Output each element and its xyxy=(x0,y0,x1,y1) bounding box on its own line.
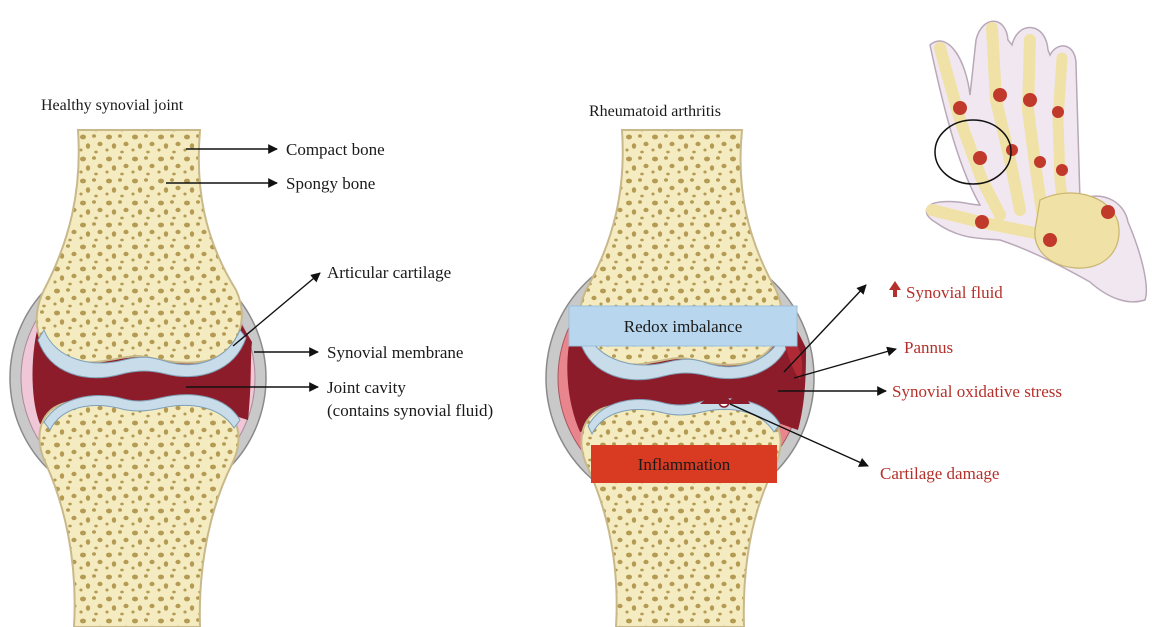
inflamed-joint-11 xyxy=(1101,205,1115,219)
hand-skeleton-illustration xyxy=(926,21,1146,302)
up-arrow-icon xyxy=(889,281,901,297)
healthy-joint-illustration xyxy=(10,130,266,627)
cartilage-damage-label: Cartilage damage xyxy=(880,464,999,483)
inflamed-joint-3 xyxy=(1023,93,1037,107)
ra-joint-illustration xyxy=(546,130,814,627)
inflamed-joint-10 xyxy=(1043,233,1057,247)
inflamed-joint-1 xyxy=(953,101,967,115)
inflamed-joint-4 xyxy=(1052,106,1064,118)
inflamed-joint-5 xyxy=(973,151,987,165)
oxidative-stress-label: Synovial oxidative stress xyxy=(892,382,1062,401)
healthy-joint-title: Healthy synovial joint xyxy=(41,97,184,114)
inflamed-joint-6 xyxy=(1006,144,1018,156)
synovial-membrane-label: Synovial membrane xyxy=(327,343,463,362)
healthy-lower-bone xyxy=(39,398,238,627)
healthy-upper-bone xyxy=(37,130,242,363)
carpal-bones xyxy=(1035,193,1119,268)
joint-cavity-label-line1: Joint cavity xyxy=(327,378,406,397)
compact-bone-label: Compact bone xyxy=(286,140,385,159)
ra-lower-bone xyxy=(581,402,780,627)
inflamed-joint-9 xyxy=(975,215,989,229)
inflammation-label: Inflammation xyxy=(638,455,731,474)
redox-imbalance-label: Redox imbalance xyxy=(624,317,743,336)
inflamed-joint-7 xyxy=(1034,156,1046,168)
spongy-bone-label: Spongy bone xyxy=(286,174,375,193)
finger-bone-little xyxy=(1058,58,1064,215)
articular-cartilage-label: Articular cartilage xyxy=(327,263,451,282)
inflamed-joint-8 xyxy=(1056,164,1068,176)
synovial-fluid-label: Synovial fluid xyxy=(906,283,1003,302)
ra-title: Rheumatoid arthritis xyxy=(589,103,721,120)
joint-cavity-label-line2: (contains synovial fluid) xyxy=(327,401,493,420)
inflamed-joint-2 xyxy=(993,88,1007,102)
pannus-label: Pannus xyxy=(904,338,953,357)
